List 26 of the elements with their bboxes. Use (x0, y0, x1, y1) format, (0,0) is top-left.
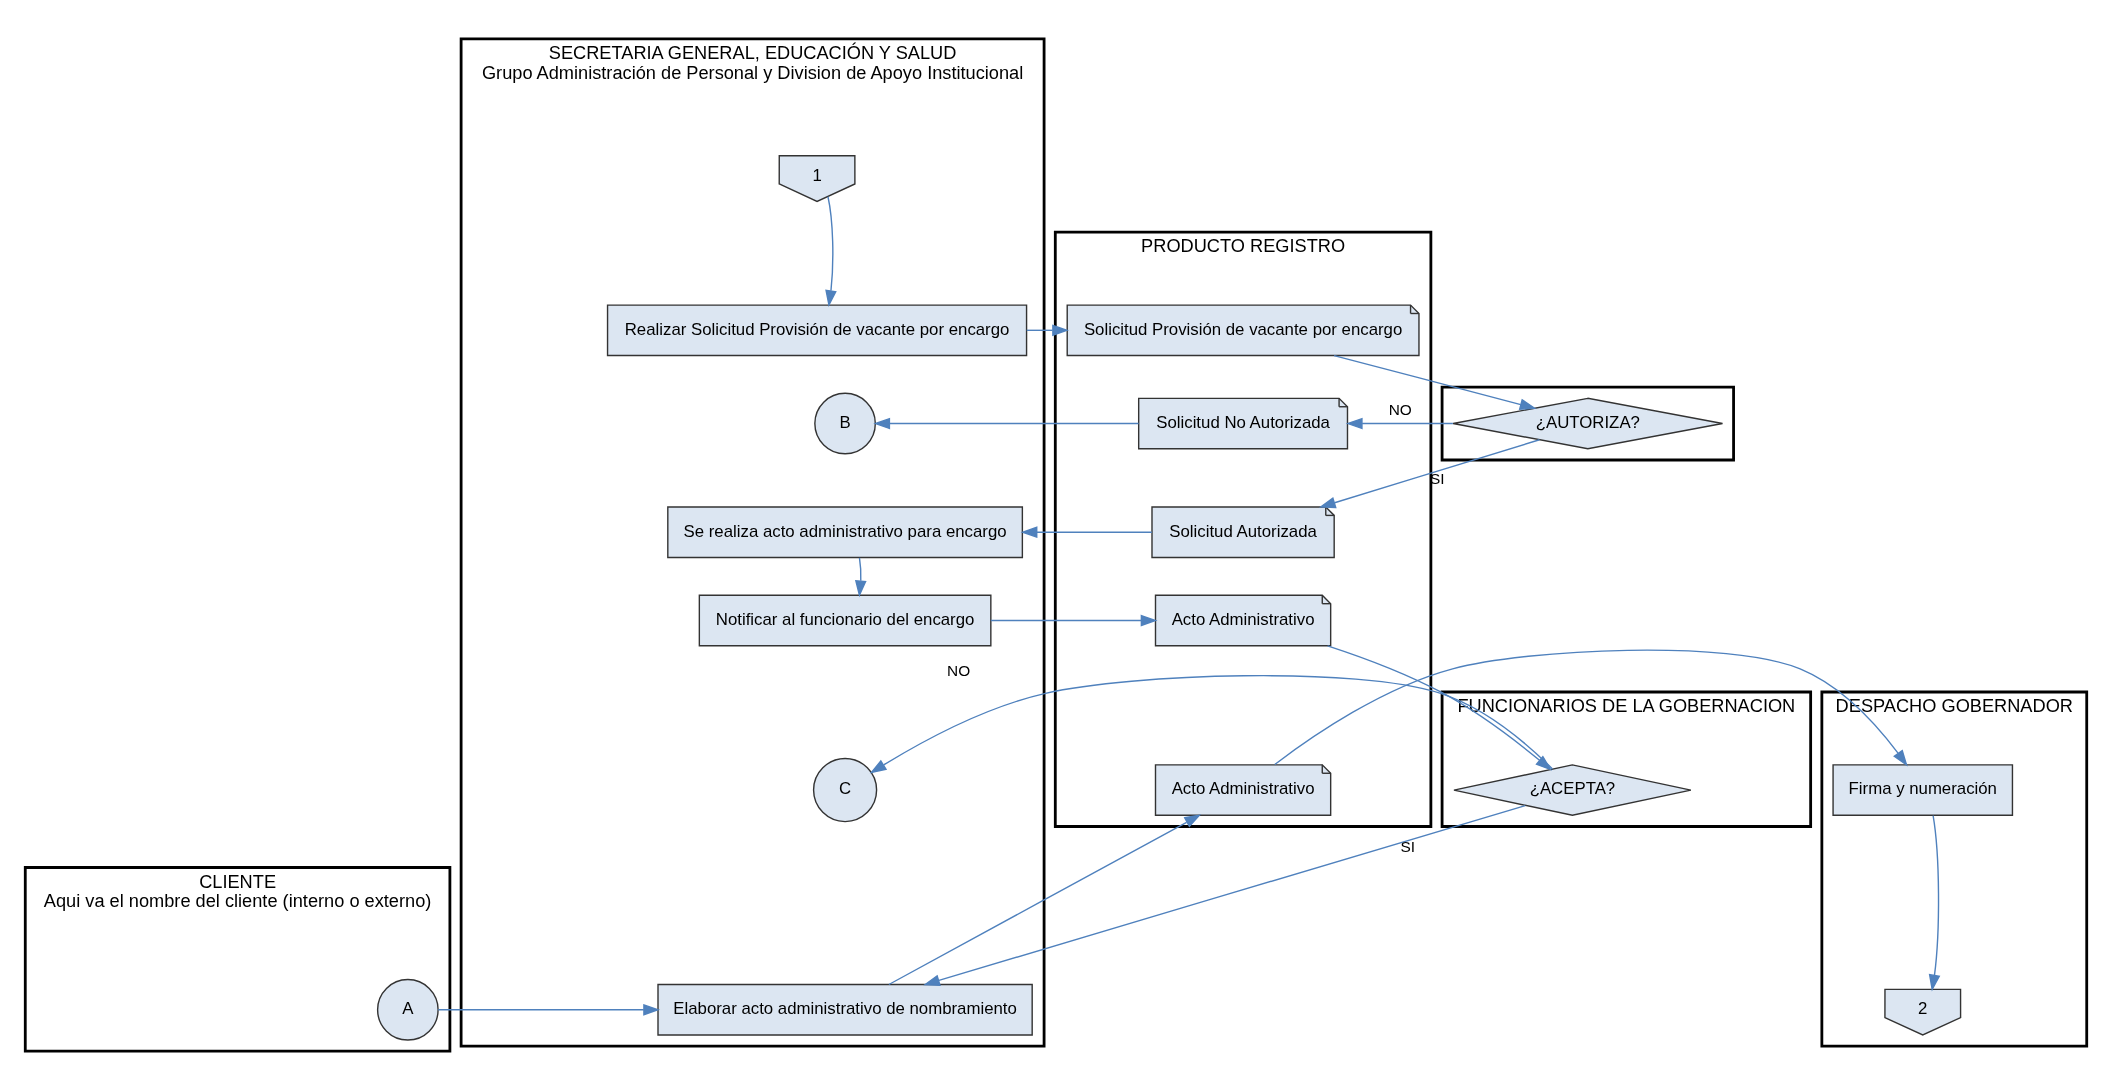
node-circle: B (814, 392, 877, 455)
edge-label: SI (1400, 837, 1416, 855)
arrow (888, 814, 1202, 986)
cluster (1440, 385, 1735, 462)
arrow (1928, 814, 1941, 992)
arrow (1345, 417, 1454, 430)
node-circle: C (812, 757, 878, 823)
edge-label: NO (1388, 400, 1412, 418)
arrow (873, 417, 1140, 430)
arrow (1026, 324, 1069, 337)
arrow (1274, 649, 1908, 767)
node-box: Elaborar acto administrativo de nombramiento (657, 983, 1033, 1036)
node-box: Realizar Solicitud Provisión de vacante por encargo (606, 304, 1028, 357)
node-diamond: ¿ACEPTA? (1453, 764, 1692, 816)
arrow (825, 196, 837, 307)
edge-label: NO (947, 662, 971, 680)
arrow (1020, 526, 1153, 539)
node-circle: A (376, 978, 439, 1041)
arrow (437, 1003, 661, 1016)
arrow (990, 614, 1158, 627)
node-box: Firma y numeración (1832, 764, 2014, 816)
arrow (854, 557, 867, 598)
arrow (923, 804, 1526, 986)
arrow (1318, 439, 1541, 509)
node-box: Se realiza acto administrativo para encargo (667, 506, 1024, 559)
node-box: Notificar al funcionario del encargo (698, 594, 992, 647)
